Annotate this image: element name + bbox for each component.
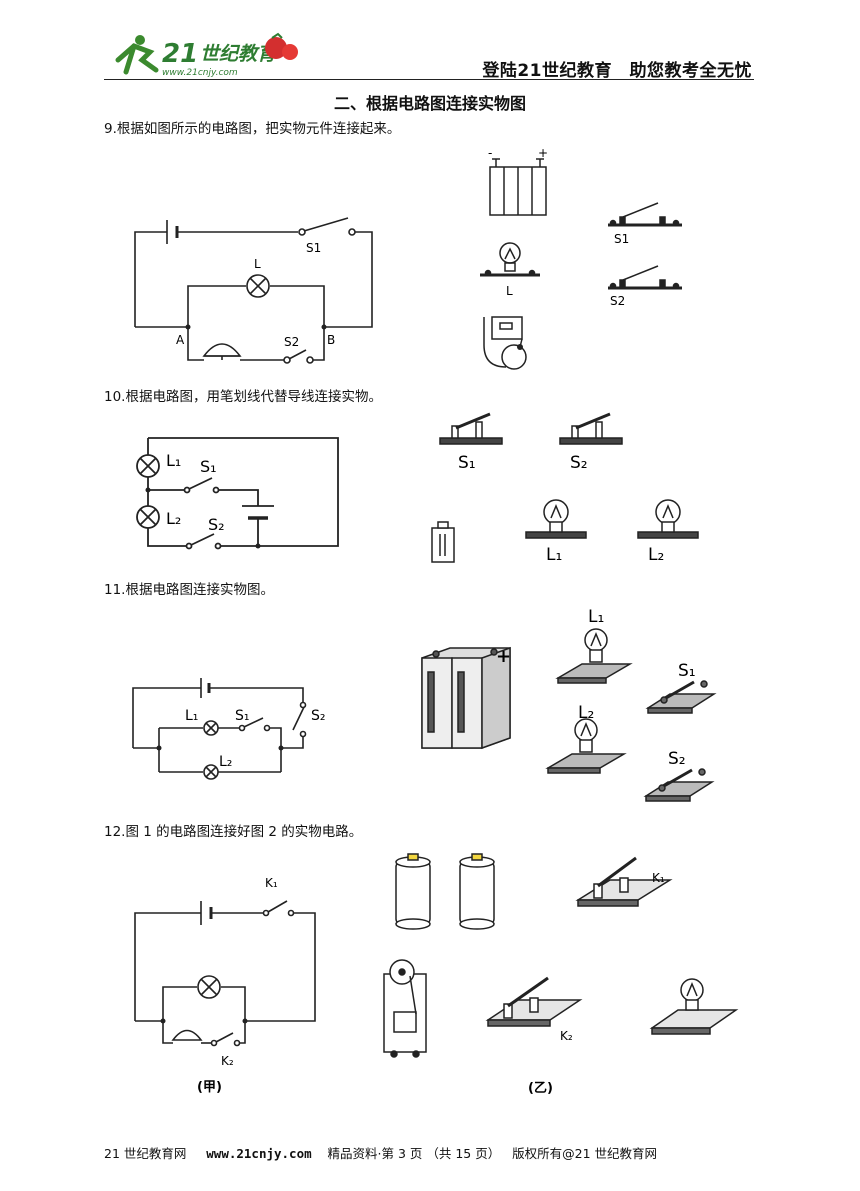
q12-label-jia: (甲) <box>197 1080 222 1095</box>
q9-label-l: L <box>254 257 261 271</box>
header-logo: 21 世纪教育 www.21cnjy.com <box>112 30 302 80</box>
q10-battery-icon <box>431 521 455 563</box>
q12-switch-k2-icon <box>485 976 583 1027</box>
footer-url-link[interactable]: www.21cnjy.com <box>206 1146 312 1161</box>
q9-lamp-icon <box>480 242 540 277</box>
q11-label-l1: L₁ <box>185 708 198 724</box>
q11-real-plus: + <box>496 646 511 667</box>
q10-real-label-s1: S₁ <box>458 453 476 473</box>
header-rule <box>104 79 754 80</box>
q11-real-components: + L₁ S₁ L₂ S₂ <box>421 607 717 802</box>
q9-label-s2: S2 <box>284 335 299 349</box>
q9-switch-s1-icon <box>608 202 682 227</box>
q11-label-s1: S₁ <box>235 708 250 724</box>
q11-label-s2: S₂ <box>311 708 326 724</box>
question-11-text: 11.根据电路图连接实物图。 <box>104 582 274 598</box>
footer-left: 21 世纪教育网 <box>104 1146 187 1161</box>
q10-circuit-diagram: L₁ S₁ L₂ S₂ <box>136 437 339 550</box>
q11-real-label-l1: L₁ <box>588 607 604 627</box>
q12-label-yi: (乙) <box>528 1081 553 1096</box>
q12-real-label-k1: K₁ <box>652 871 665 885</box>
q9-label-a: A <box>176 333 185 347</box>
q9-real-components: - + S1 L S2 <box>480 146 682 370</box>
q11-real-label-s2: S₂ <box>668 749 686 769</box>
q11-real-label-s1: S₁ <box>678 661 696 681</box>
q9-real-label-s1: S1 <box>614 232 629 246</box>
q10-real-components: S₁ S₂ L₁ L₂ <box>431 412 699 565</box>
q12-electric-bell-icon <box>383 959 427 1058</box>
runner-logo-icon: 21 世纪教育 www.21cnjy.com <box>115 32 298 78</box>
q10-label-s1: S₁ <box>200 457 217 476</box>
footer-page-info: 精品资料·第 3 页 （共 15 页） <box>327 1146 501 1161</box>
q10-real-label-s2: S₂ <box>570 453 588 473</box>
q10-lamp-l2-icon <box>637 499 699 539</box>
battery-pack-icon <box>489 158 547 216</box>
q12-circuit-diagram: K₁ K₂ (甲) <box>134 876 316 1095</box>
q12-real-components: K₁ K₂ (乙) <box>383 853 739 1096</box>
q10-lamp-l1-icon <box>525 499 587 539</box>
q10-label-s2: S₂ <box>208 515 225 534</box>
question-12-text: 12.图 1 的电路图连接好图 2 的实物电路。 <box>104 824 363 840</box>
section-title: 二、根据电路图连接实物图 <box>333 94 526 113</box>
q10-switch-s1-icon <box>439 412 503 445</box>
q11-lamp-l2-icon <box>545 718 627 774</box>
q12-battery-1-icon <box>395 853 431 930</box>
q10-real-label-l1: L₁ <box>546 545 562 565</box>
q10-label-l1: L₁ <box>166 451 181 470</box>
q11-circuit-diagram: L₁ S₁ S₂ L₂ <box>132 678 326 780</box>
footer-copyright: 版权所有@21 世纪教育网 <box>512 1146 658 1161</box>
question-10-text: 10.根据电路图，用笔划线代替导线连接实物。 <box>104 389 382 405</box>
q10-real-label-l2: L₂ <box>648 545 664 565</box>
q11-label-l2: L₂ <box>219 754 232 770</box>
q9-real-plus: + <box>538 146 548 160</box>
electric-bell-icon <box>483 316 527 370</box>
q11-lamp-l1-icon <box>555 628 633 684</box>
q9-label-s1: S1 <box>306 241 321 255</box>
q9-switch-s2-icon <box>608 265 682 290</box>
q12-battery-2-icon <box>459 853 495 930</box>
q9-real-label-s2: S2 <box>610 294 625 308</box>
q10-label-l2: L₂ <box>166 509 181 528</box>
q11-real-label-l2: L₂ <box>578 703 594 723</box>
logo-text: 世纪教育 <box>200 43 279 65</box>
header-slogan: 登陆21世纪教育 助您教考全无忧 <box>482 61 752 81</box>
q12-label-k1: K₁ <box>265 876 278 890</box>
q12-label-k2: K₂ <box>221 1054 234 1068</box>
q12-lamp-icon <box>649 978 739 1035</box>
q11-battery-pack-icon <box>421 646 511 750</box>
q11-switch-s1-icon <box>645 680 717 714</box>
page-footer: 21 世纪教育网 www.21cnjy.com 精品资料·第 3 页 （共 15… <box>104 1143 657 1162</box>
q10-switch-s2-icon <box>559 412 623 445</box>
q11-switch-s2-icon <box>643 768 715 802</box>
logo-url: www.21cnjy.com <box>162 68 238 78</box>
q12-switch-k1-icon <box>575 856 673 907</box>
question-9-text: 9.根据如图所示的电路图，把实物元件连接起来。 <box>104 121 401 137</box>
q9-real-label-l: L <box>506 284 513 298</box>
q9-real-minus: - <box>488 146 492 160</box>
q9-circuit-diagram: S1 L A B S2 <box>134 217 373 364</box>
logo-number: 21 <box>162 39 198 69</box>
q9-label-b: B <box>327 333 335 347</box>
q12-real-label-k2: K₂ <box>560 1029 573 1043</box>
